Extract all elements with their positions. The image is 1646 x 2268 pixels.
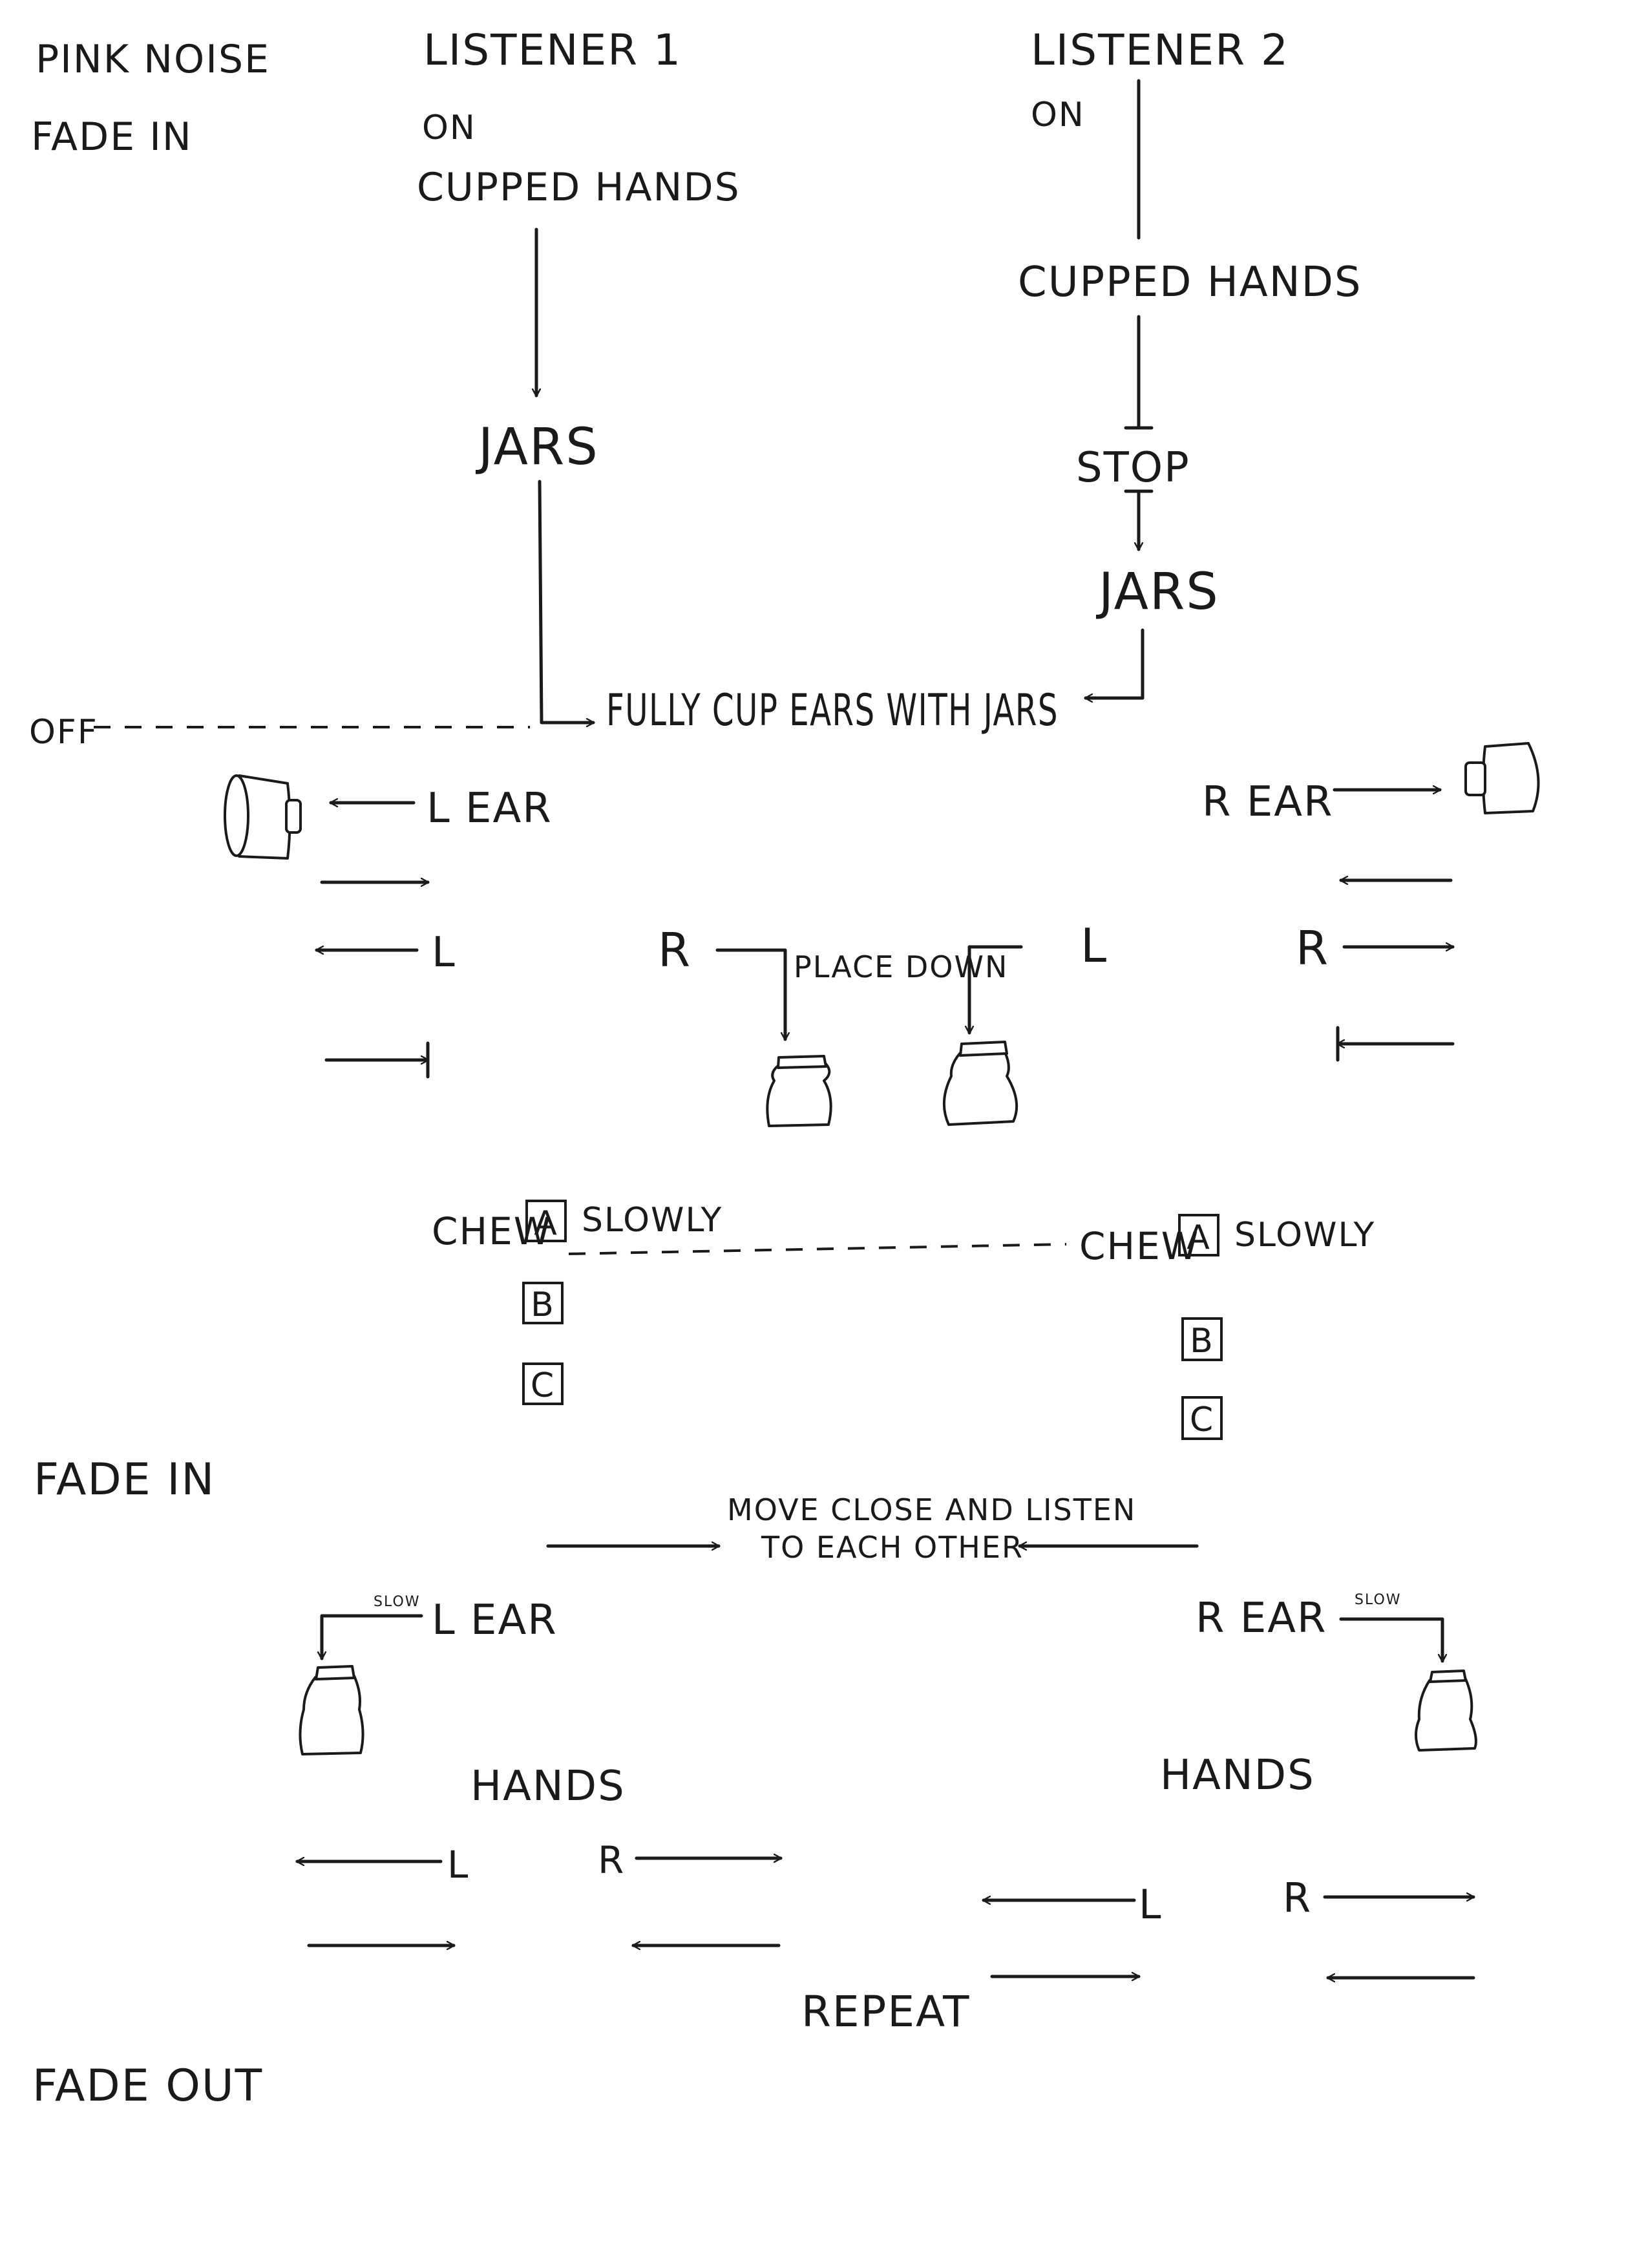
jars-1-label: JARS: [475, 418, 599, 476]
chew-right-box-a-letter: A: [1187, 1218, 1211, 1257]
left-ear-jar-icon: [224, 774, 302, 860]
slowly-right-label: SLOWLY: [1234, 1216, 1375, 1255]
each-other-label: TO EACH OTHER: [761, 1530, 1024, 1565]
r-ear-label-bottom: R EAR: [1196, 1595, 1327, 1642]
r-ear-label-top: R EAR: [1202, 778, 1334, 826]
right-ear-jar-icon: [1464, 742, 1540, 814]
fade-in-top-label: FADE IN: [31, 114, 193, 160]
fade-out-label: FADE OUT: [32, 2061, 263, 2112]
l-ear-label-bottom: L EAR: [432, 1596, 558, 1644]
jars2-to-fully-cup-arrow: [1084, 628, 1145, 698]
slow-left-arrow: [322, 1614, 423, 1660]
hands-right-label: HANDS: [1160, 1752, 1315, 1799]
chew-right-box-c: [1181, 1396, 1223, 1440]
chew-right-box-a: [1178, 1214, 1219, 1256]
hands-left-r-label: R: [598, 1838, 625, 1882]
cupped-hands-1-label: CUPPED HANDS: [417, 165, 741, 210]
move-close-label: MOVE CLOSE AND LISTEN: [727, 1492, 1136, 1527]
off-label: OFF: [29, 713, 98, 752]
chew-right-box-c-letter: C: [1190, 1401, 1214, 1439]
l-label-middle: L: [1081, 918, 1108, 973]
r-to-jar-arrow: [715, 948, 785, 1041]
cupped-hands-2-label: CUPPED HANDS: [1018, 259, 1362, 306]
hands-right-l-label: L: [1139, 1881, 1163, 1928]
chew-left-label: CHEW: [432, 1209, 552, 1253]
fully-cup-label: FULLY CUP EARS WITH JARS: [606, 685, 1059, 736]
hands-left-l-label: L: [447, 1843, 469, 1887]
on-2-label: ON: [1031, 96, 1085, 134]
chew-right-label: CHEW: [1079, 1224, 1199, 1268]
chew-right-box-b: [1181, 1317, 1223, 1361]
on-1-label: ON: [422, 109, 476, 147]
listener-2-label: LISTENER 2: [1031, 25, 1289, 75]
fade-in-bottom-label: FADE IN: [34, 1454, 215, 1505]
chew-left-box-c-letter: C: [531, 1366, 555, 1405]
l-label-left: L: [432, 929, 456, 977]
chew-left-box-b-letter: B: [531, 1286, 555, 1324]
l-to-jar-arrow: [969, 945, 1023, 1035]
chew-left-box-a-letter: A: [534, 1204, 558, 1243]
stop-label: STOP: [1076, 444, 1190, 492]
place-down-label: PLACE DOWN: [794, 949, 1008, 984]
chew-left-box-b: [522, 1282, 564, 1324]
l-ear-label-top: L EAR: [427, 785, 553, 832]
jars-2-label: JARS: [1095, 563, 1219, 621]
placed-jar-right-icon: [942, 1041, 1018, 1126]
chew-left-box-a: [525, 1200, 567, 1242]
listener-1-label: LISTENER 1: [423, 25, 682, 75]
jars1-to-fully-cup-arrow: [538, 480, 595, 723]
chew-right-box-b-letter: B: [1190, 1322, 1214, 1361]
repeat-label: REPEAT: [801, 1987, 970, 2037]
slowly-left-label: SLOWLY: [582, 1201, 723, 1240]
hands-left-label: HANDS: [470, 1763, 626, 1810]
r-label-middle: R: [658, 923, 691, 977]
slow-right-arrow: [1339, 1617, 1442, 1663]
slow-left-label: SLOW: [374, 1594, 421, 1610]
hands-right-r-label: R: [1283, 1874, 1312, 1922]
placed-jar-left-icon: [766, 1055, 832, 1127]
bottom-right-jar-icon: [1415, 1669, 1477, 1752]
chew-left-box-c: [522, 1362, 564, 1405]
slow-right-label: SLOW: [1355, 1592, 1402, 1608]
pink-noise-label: PINK NOISE: [36, 37, 270, 82]
bottom-left-jar-icon: [299, 1665, 364, 1755]
chew-dashed-line: [568, 1243, 1067, 1255]
r-label-right: R: [1296, 921, 1329, 975]
